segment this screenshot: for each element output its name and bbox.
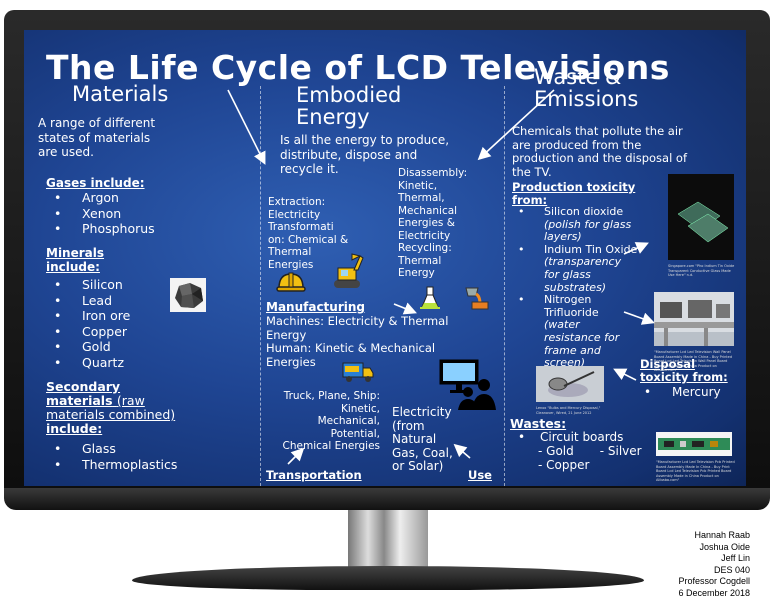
chemistry-flask-icon	[420, 286, 442, 314]
list-item: •Copper	[54, 323, 128, 339]
glass-caption: Singapore.com "Pho Indium Tin Oxide Tran…	[668, 264, 735, 277]
use-label: Use	[468, 468, 492, 482]
waste-intro: Chemicals that pollute the air are produ…	[512, 124, 688, 179]
list-item: •Silicon dioxide	[518, 205, 624, 218]
arrow-waste-to-energy	[477, 89, 555, 161]
transportation-label: Transportation	[266, 468, 362, 482]
extraction-text: Extraction: Electricity Transformati on:…	[268, 196, 349, 271]
board-caption: "Manufacturer Lcd Led Television Pcb Pri…	[656, 460, 735, 482]
list-item: •Quartz	[54, 354, 125, 370]
tv-bezel-bottom	[4, 488, 770, 510]
wastes-heading: Wastes:	[510, 416, 567, 431]
gases-list: •Argon •Xenon •Phosphorus	[54, 190, 155, 237]
list-item: •Mercury	[644, 385, 721, 399]
manufacturing-text: Machines: Electricity & Thermal Energy H…	[266, 314, 449, 369]
list-item: •Argon	[54, 190, 119, 205]
list-item: •Iron ore	[54, 308, 131, 324]
column-divider-right	[504, 86, 505, 486]
use-text: Electricity (from Natural Gas, Coal, or …	[392, 405, 453, 473]
list-item: •Nitrogen	[518, 293, 592, 307]
credit-line: Jeff Lin	[721, 553, 750, 564]
factory-caption: "Manufacturer Lcd Led Television Wall Pa…	[654, 350, 733, 372]
credit-line: Hannah Raab	[694, 530, 750, 540]
arrow-nitrogen	[623, 311, 656, 325]
gases-heading: Gases include:	[46, 176, 145, 190]
production-toxicity-heading: Production toxicity from:	[512, 180, 636, 207]
production-toxicity-list: •Silicon dioxide (polish for glass layer…	[518, 205, 638, 370]
secondary-list: •Glass •Thermoplastics	[54, 441, 177, 472]
arrow-disposal	[613, 368, 637, 381]
arrow-manufacturing	[393, 302, 417, 315]
waste-heading: Waste & Emissions	[534, 65, 639, 111]
excavator-icon	[330, 250, 366, 294]
glass-panel-image	[668, 174, 734, 260]
manufacturing-heading: Manufacturing	[266, 300, 365, 314]
lamp-caption: Lenox "Bulbs and Mercury Disposal," Clea…	[536, 406, 601, 415]
list-item: •Thermoplastics	[54, 456, 178, 472]
column-divider-left	[260, 86, 261, 486]
list-item: •Circuit boards	[518, 430, 624, 444]
lamp-image	[536, 366, 604, 402]
circuit-board-image	[656, 432, 732, 456]
poster-title: The Life Cycle of LCD Televisions	[46, 48, 670, 87]
list-item: •Indium Tin Oxide	[518, 242, 638, 256]
arrow-use	[453, 443, 471, 459]
factory-line-image	[654, 292, 734, 346]
disposal-toxicity-heading: Disposal toxicity from:	[640, 357, 728, 384]
flow-arrows	[227, 89, 656, 465]
wastes-sub-list: - Gold- Silver - Copper	[538, 444, 642, 472]
tv-stand-base	[132, 566, 644, 590]
minerals-list: •Silicon •Lead •Iron ore •Copper •Gold •…	[54, 277, 130, 371]
disposal-list: •Mercury	[644, 385, 721, 401]
poster-screen: The Life Cycle of LCD Televisions Materi…	[24, 30, 746, 486]
hard-hat-icon	[276, 270, 306, 298]
transport-text: Truck, Plane, Ship: Kinetic, Mechanical,…	[282, 390, 380, 452]
arrow-materials-to-energy	[227, 89, 266, 165]
credit-line: Professor Cogdell	[678, 576, 750, 587]
truck-icon	[342, 360, 374, 388]
credit-line: 6 December 2018	[678, 587, 750, 598]
tv-stand-neck	[348, 510, 428, 570]
factory-pour-icon	[464, 284, 490, 314]
disassembly-text: Disassembly: Kinetic, Thermal, Mechanica…	[398, 167, 468, 279]
list-item: •Lead	[54, 292, 113, 308]
credit-line: Joshua Oide	[699, 541, 750, 552]
embodied-heading: Embodied Energy	[296, 83, 402, 129]
minerals-heading: Minerals include:	[46, 246, 105, 274]
materials-heading: Materials	[72, 82, 169, 106]
arrow-silicon-dioxide	[623, 242, 649, 255]
wastes-list: •Circuit boards	[518, 430, 623, 444]
secondary-heading: Secondary materials (raw materials combi…	[46, 379, 176, 436]
embodied-intro: Is all the energy to produce, distribute…	[280, 133, 450, 176]
computer-user-icon	[438, 358, 496, 414]
rock-icon	[170, 278, 206, 312]
materials-intro: A range of different states of materials…	[38, 116, 156, 159]
list-item: •Silicon	[54, 277, 123, 292]
credit-line: DES 040	[713, 564, 750, 575]
list-item: •Gold	[54, 339, 111, 355]
list-item: •Phosphorus	[54, 221, 155, 237]
list-item: •Glass	[54, 441, 116, 456]
credits-block: Hannah Raab Joshua Oide Jeff Lin DES 040…	[678, 530, 750, 600]
arrow-transport	[287, 447, 305, 465]
list-item: •Xenon	[54, 205, 122, 221]
